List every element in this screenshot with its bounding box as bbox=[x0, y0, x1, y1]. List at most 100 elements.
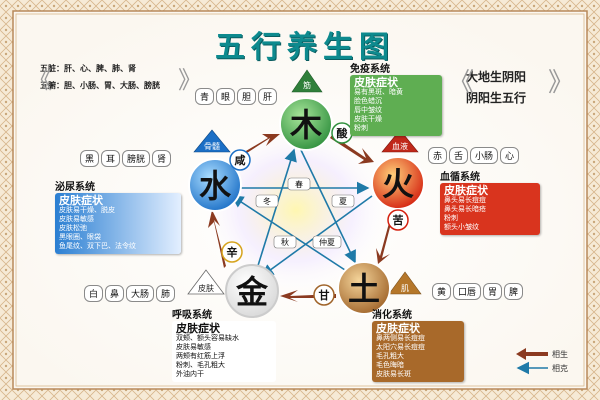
symptom-line: 鱼尾纹、双下巴、法令纹 bbox=[59, 242, 136, 250]
organs-fu-line: 五腑：胆、小肠、胃、大肠、膀胱 bbox=[40, 81, 160, 90]
element-water-label: 水 bbox=[199, 167, 232, 205]
system-metal-head: 皮肤症状 bbox=[176, 322, 220, 335]
tissue-label-wood: 筋 bbox=[303, 80, 311, 90]
symptom-line: 毛孔粗大 bbox=[376, 352, 404, 360]
ke-arrow-wood-earth bbox=[299, 147, 356, 264]
taste-badge-metal: 辛 bbox=[221, 241, 243, 263]
system-wood-name: 免疫系统 bbox=[350, 64, 390, 75]
chip-wood-sense: 眼 bbox=[216, 88, 236, 105]
taste-badges: 酸 苦 咸 辛 甘 bbox=[221, 122, 409, 306]
taste-wood-label: 酸 bbox=[337, 126, 349, 140]
symptom-line: 脸色蜡沉 bbox=[354, 97, 382, 105]
system-water-name: 泌尿系统 bbox=[55, 182, 95, 193]
chip-water-fu: 膀胱 bbox=[122, 150, 151, 167]
season-spring-tag: 春 bbox=[287, 177, 311, 191]
symptom-line: 皮肤易长斑 bbox=[376, 370, 411, 378]
element-wood: 木 bbox=[279, 97, 333, 151]
system-earth-symptoms: 皮肤症状 鼻两侧易长痘痘 太阳穴易长痘痘 毛孔粗大 毛色晦暗 皮肤易长斑 bbox=[372, 321, 464, 382]
organs-zang-line: 五脏：肝、心、脾、肺、肾 bbox=[40, 64, 136, 73]
chips-earth: 黄 口唇 胃 脾 bbox=[432, 283, 524, 300]
ke-cycle-star bbox=[230, 147, 373, 277]
ke-arrow-metal-wood bbox=[255, 148, 297, 273]
chips-fire: 赤 舌 小肠 心 bbox=[428, 147, 520, 164]
element-earth: 土 bbox=[337, 261, 391, 315]
chip-earth-fu: 胃 bbox=[483, 283, 503, 300]
symptom-line: 额头小皱纹 bbox=[444, 223, 479, 231]
legend-sheng-arrow-icon bbox=[516, 348, 548, 360]
season-winter-label: 冬 bbox=[263, 196, 271, 206]
tissue-label-metal: 皮肤 bbox=[198, 283, 214, 293]
element-water: 水 bbox=[188, 158, 242, 212]
season-summer-label: 夏 bbox=[339, 197, 347, 206]
tissue-triangle-fire: 血液 bbox=[381, 129, 419, 153]
system-fire: 血循系统 皮肤症状 鼻头易长痘痘 鼻头易长暗疮 粉刺 额头小皱纹 bbox=[440, 168, 540, 235]
season-autumn-label: 秋 bbox=[281, 237, 289, 247]
chip-earth-sense: 口唇 bbox=[453, 283, 482, 300]
symptom-line: 鼻头易长暗疮 bbox=[444, 205, 486, 213]
bracket-right-icon: 》 bbox=[548, 68, 575, 98]
system-wood: 免疫系统 皮肤症状 易有黑斑、暗黄 脸色蜡沉 唇中皱纹 皮肤干燥 粉刺 bbox=[350, 60, 442, 136]
system-fire-name: 血循系统 bbox=[440, 172, 480, 183]
system-water: 泌尿系统 皮肤症状 皮肤易干燥、脱皮 皮肤易敏感 皮肤松弛 黑眼圈、眼袋 鱼尾纹… bbox=[55, 178, 181, 254]
legend: 相生 相克 bbox=[516, 348, 568, 375]
chip-metal-color: 白 bbox=[84, 285, 104, 302]
chip-earth-zang: 脾 bbox=[504, 283, 524, 300]
chips-wood: 青 眼 胆 肝 bbox=[195, 88, 278, 105]
symptom-line: 粉刺、毛孔粗大 bbox=[176, 361, 225, 369]
symptom-line: 易有黑斑、暗黄 bbox=[354, 88, 403, 96]
symptom-line: 粉刺 bbox=[444, 214, 458, 222]
bracket-left-icon: 《 bbox=[28, 66, 52, 94]
element-wood-label: 木 bbox=[289, 106, 322, 144]
element-metal: 金 bbox=[225, 264, 279, 318]
system-wood-symptoms: 皮肤症状 易有黑斑、暗黄 脸色蜡沉 唇中皱纹 皮肤干燥 粉刺 bbox=[350, 75, 442, 136]
symptom-line: 粉刺 bbox=[354, 124, 368, 132]
system-wood-head: 皮肤症状 bbox=[354, 76, 398, 89]
chip-wood-fu: 胆 bbox=[237, 88, 257, 105]
system-water-head: 皮肤症状 bbox=[59, 194, 103, 207]
legend-sheng-label: 相生 bbox=[552, 349, 568, 359]
system-metal-name: 呼吸系统 bbox=[172, 310, 212, 321]
chip-metal-zang: 肺 bbox=[156, 285, 176, 302]
taste-earth-label: 甘 bbox=[319, 288, 330, 302]
symptom-line: 黑眼圈、眼袋 bbox=[59, 233, 101, 241]
symptom-line: 皮肤干燥 bbox=[354, 115, 382, 123]
symptom-line: 鼻两侧易长痘痘 bbox=[376, 334, 425, 342]
taste-badge-wood: 酸 bbox=[331, 122, 353, 144]
tissue-triangles: 筋 血液 骨髓 皮肤 肌 bbox=[187, 69, 422, 295]
symptom-line: 皮肤松弛 bbox=[59, 224, 87, 232]
chip-wood-color: 青 bbox=[195, 88, 215, 105]
taste-badge-water: 咸 bbox=[229, 149, 251, 171]
chip-fire-zang: 心 bbox=[500, 147, 520, 164]
slogan-line-2: 阴阳生五行 bbox=[466, 91, 527, 105]
element-earth-label: 土 bbox=[348, 270, 380, 308]
legend-ke-label: 相克 bbox=[552, 363, 568, 373]
bracket-left-icon: 《 bbox=[448, 68, 475, 98]
symptom-line: 两颊有红筋上浮 bbox=[176, 352, 225, 360]
chip-metal-sense: 鼻 bbox=[105, 285, 125, 302]
element-metal-label: 金 bbox=[235, 273, 269, 311]
poster-title: 五行养生图 bbox=[215, 30, 395, 65]
system-metal-symptoms: 皮肤症状 双颊、额头容易缺水 皮肤易敏感 两颊有红筋上浮 粉刺、毛孔粗大 外油内… bbox=[172, 321, 276, 382]
season-summer-tag: 夏 bbox=[331, 194, 355, 208]
symptom-line: 鼻头易长痘痘 bbox=[444, 196, 486, 204]
chip-fire-fu: 小肠 bbox=[470, 147, 499, 164]
ke-arrow-earth-water bbox=[230, 195, 346, 271]
tissue-label-fire: 血液 bbox=[392, 141, 408, 151]
tissue-triangle-wood: 筋 bbox=[291, 69, 323, 93]
chip-water-zang: 肾 bbox=[152, 150, 172, 167]
element-fire: 火 bbox=[371, 156, 425, 210]
taste-metal-label: 辛 bbox=[227, 245, 238, 259]
season-tags: 春 夏 仲夏 秋 冬 bbox=[255, 177, 355, 249]
tissue-label-earth: 肌 bbox=[401, 284, 409, 293]
symptom-line: 毛色晦暗 bbox=[376, 361, 404, 369]
system-fire-head: 皮肤症状 bbox=[444, 184, 488, 197]
chips-water: 黑 耳 膀胱 肾 bbox=[80, 150, 172, 167]
season-spring-label: 春 bbox=[295, 179, 303, 189]
season-late-summer-tag: 仲夏 bbox=[312, 235, 342, 249]
symptom-line: 外油内干 bbox=[176, 370, 204, 378]
sheng-arrow-earth-metal bbox=[280, 290, 336, 302]
symptom-line: 双颊、额头容易缺水 bbox=[176, 334, 239, 342]
slogan-line-1: 大地生阴阳 bbox=[466, 70, 527, 84]
